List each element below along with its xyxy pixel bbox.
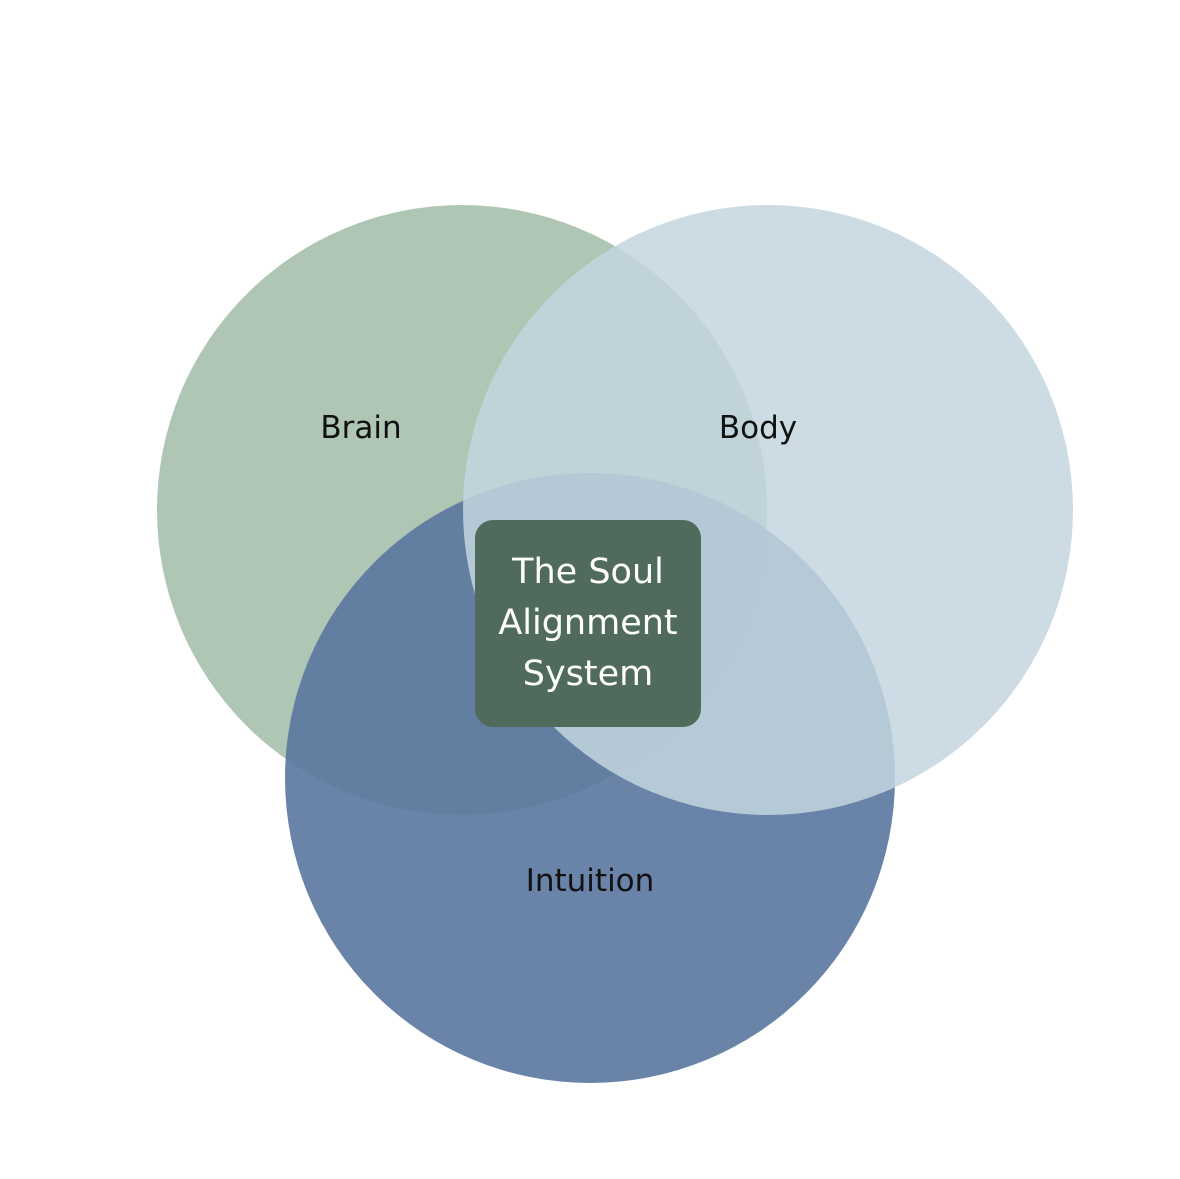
center-line-2: Alignment	[498, 603, 678, 643]
label-brain: Brain	[320, 410, 402, 446]
label-intuition: Intuition	[525, 863, 655, 899]
center-line-3: System	[522, 654, 654, 694]
center-line-1: The Soul	[512, 552, 664, 592]
center-box: The Soul Alignment System	[475, 520, 701, 727]
label-body: Body	[718, 410, 798, 446]
